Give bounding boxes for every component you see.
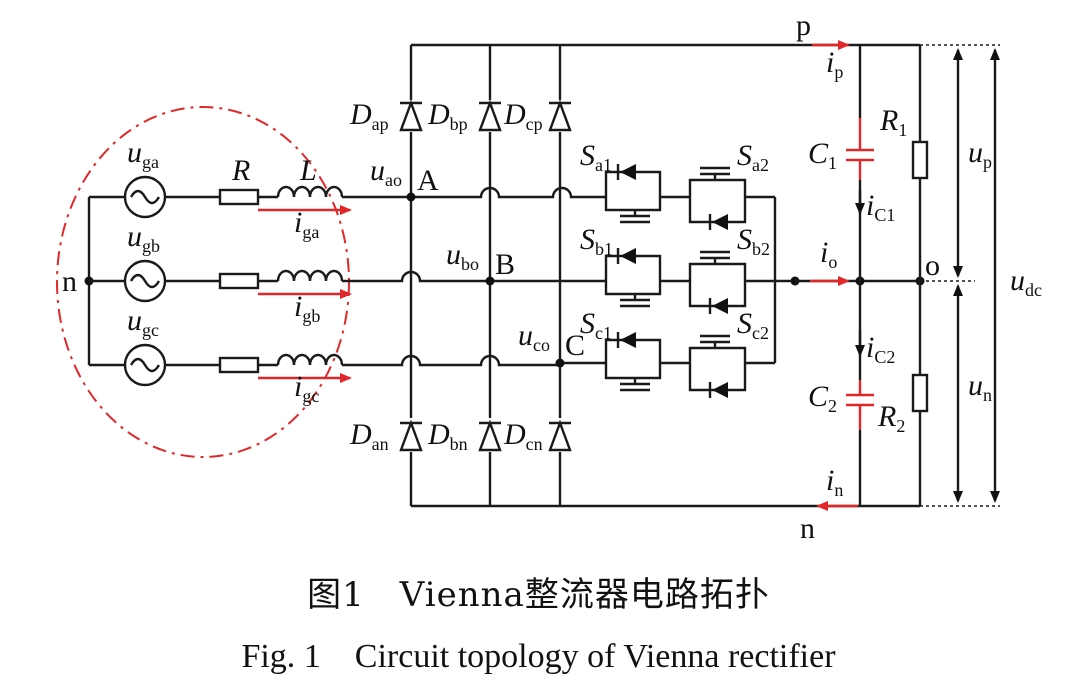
label-u-ao: uao [370,154,402,190]
source-side [84,175,352,387]
label-i-p: ip [826,46,843,82]
label-u-ga: uga [127,136,159,172]
label-s-c1: Sc1 [580,307,612,343]
node-p: p [796,9,811,42]
label-i-o: io [820,236,837,272]
label-l: L [299,154,317,187]
inductor-a [276,185,344,198]
switch-array [604,164,800,398]
label-u-n: un [968,369,992,405]
label-i-gb: igb [294,290,320,326]
ac-source-b [123,259,167,303]
label-r2: R2 [877,400,905,436]
label-c2: C2 [808,380,837,416]
switch-b [604,248,795,314]
ac-source-c [123,343,167,387]
resistor-a [218,188,260,206]
switch-c [604,332,775,398]
diode-bridge [399,43,920,508]
label-u-gb: ugb [127,220,160,256]
ac-source-a [123,175,167,219]
label-d-cn: Dcn [503,418,543,454]
diode-cp [548,99,572,132]
figure-caption-chinese: 图1 Vienna整流器电路拓扑 [307,575,770,615]
vienna-rectifier-diagram: p n n o A B C uga ugb ugc R L iga igb ig… [56,9,1042,545]
label-i-gc: igc [294,370,319,406]
label-s-a2: Sa2 [737,139,769,175]
label-d-an: Dan [349,418,389,454]
label-i-ga: iga [294,206,319,242]
diode-ap [399,99,423,132]
diode-an [399,418,423,452]
diode-cn [548,418,572,452]
label-i-c1: iC1 [866,189,895,225]
node-a: A [417,164,439,197]
node-n-neutral: n [62,265,77,298]
label-d-ap: Dap [349,98,389,134]
label-c1: C1 [808,137,837,173]
labels: p n n o A B C uga ugb ugc R L iga igb ig… [62,9,1042,545]
node-b: B [495,248,515,281]
label-i-c2: iC2 [866,331,895,367]
label-s-c2: Sc2 [737,307,769,343]
label-u-dc: udc [1010,264,1042,300]
label-u-co: uco [518,319,550,355]
label-r1: R1 [879,104,907,140]
node-o: o [925,249,940,282]
resistor-c [218,356,260,374]
inductor-c [276,353,344,366]
inductor-b [276,269,344,282]
label-d-cp: Dcp [503,98,543,134]
label-s-b1: Sb1 [580,223,613,259]
resistor-r1 [911,140,929,180]
node-n-bottom: n [800,512,815,545]
resistor-b [218,272,260,290]
switch-a [604,164,775,230]
label-d-bn: Dbn [427,418,468,454]
node-c: C [565,329,585,362]
label-d-bp: Dbp [427,98,468,134]
figure-caption-english: Fig. 1 Circuit topology of Vienna rectif… [241,638,836,675]
label-u-bo: ubo [446,238,479,274]
label-u-p: up [968,136,992,172]
label-s-b2: Sb2 [737,223,770,259]
resistor-r2 [911,373,929,413]
label-r: R [231,154,250,187]
diode-bn [478,418,502,452]
label-u-gc: ugc [127,304,159,340]
label-s-a1: Sa1 [580,139,612,175]
diode-bp [478,99,502,132]
label-i-n: in [826,464,843,500]
dc-link [795,40,1000,511]
